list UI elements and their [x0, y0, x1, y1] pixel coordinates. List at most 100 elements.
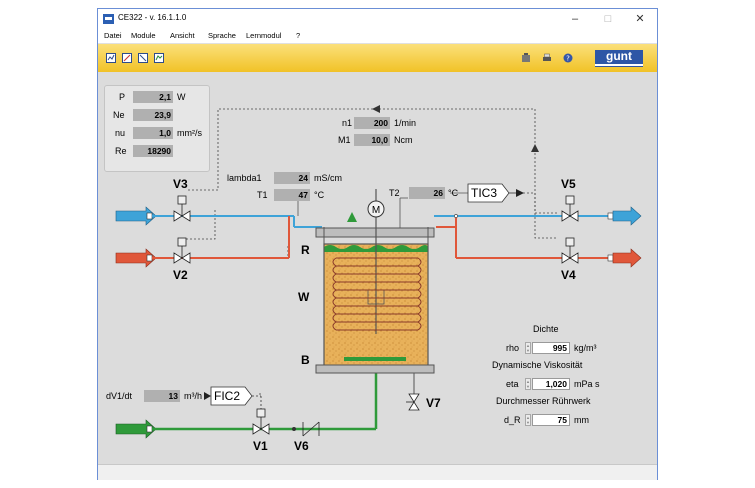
application-window: CE322 - v. 16.1.1.0 – □ ✕ Datei Module A…	[97, 8, 658, 480]
eta-unit: mPa s	[574, 379, 600, 389]
ne-value: 23,9	[133, 109, 173, 121]
menu-ansicht[interactable]: Ansicht	[170, 31, 195, 40]
heating-coil	[332, 257, 422, 331]
lambda-value: 24	[274, 172, 310, 184]
valve-v4-icon	[561, 237, 579, 264]
eta-spinner[interactable]: ▲▼	[525, 378, 531, 390]
maximize-button[interactable]: □	[604, 13, 612, 25]
window-title: CE322 - v. 16.1.1.0	[118, 13, 187, 22]
viscosity-title: Dynamische Viskosität	[492, 360, 583, 370]
p-unit: W	[177, 92, 186, 102]
menu-lernmodul[interactable]: Lernmodul	[246, 31, 282, 40]
p-value: 2,1	[133, 91, 173, 103]
cold-water-outlet	[434, 206, 642, 226]
t2-unit: °C	[448, 188, 459, 198]
app-icon	[103, 14, 114, 24]
tank-label-b: B	[301, 353, 310, 367]
valve-v5-icon	[561, 195, 579, 222]
valve-v2-label[interactable]: V2	[173, 268, 188, 282]
flow-value: 13	[144, 390, 180, 402]
dr-spinner[interactable]: ▲▼	[525, 414, 531, 426]
valve-v1-label[interactable]: V1	[253, 439, 268, 453]
print-icon[interactable]	[542, 53, 552, 63]
ne-label: Ne	[113, 110, 125, 120]
diameter-title: Durchmesser Rührwerk	[496, 396, 591, 406]
nu-value: 1,0	[133, 127, 173, 139]
nu-label: nu	[115, 128, 126, 138]
chart-icon-3[interactable]	[138, 53, 148, 63]
hot-water-outlet	[436, 216, 642, 268]
minimize-button[interactable]: –	[571, 13, 579, 25]
m1-unit: Ncm	[394, 135, 413, 145]
valve-v1-icon	[252, 408, 270, 435]
n1-unit: 1/min	[394, 118, 417, 128]
signal-lines	[186, 108, 558, 395]
chart-icon-4[interactable]	[154, 53, 164, 63]
n1-value: 200	[354, 117, 390, 129]
valve-v7-label[interactable]: V7	[426, 396, 441, 410]
reactor-tank	[315, 189, 435, 374]
t1-unit: °C	[314, 190, 325, 200]
flow-label: dV1/dt	[106, 391, 133, 401]
title-bar: CE322 - v. 16.1.1.0 – □ ✕	[98, 9, 657, 29]
lambda-unit: mS/cm	[314, 173, 342, 183]
tank-label-w: W	[298, 290, 310, 304]
toolbar: ? gunt	[98, 44, 657, 73]
rho-unit: kg/m³	[574, 343, 597, 353]
t1-value: 47	[274, 189, 310, 201]
rho-spinner[interactable]: ▲▼	[525, 342, 531, 354]
signal-arrow-up	[531, 144, 539, 152]
valve-v3-label[interactable]: V3	[173, 177, 188, 191]
rho-input[interactable]: 995	[532, 342, 570, 354]
valve-v7-icon	[406, 393, 420, 411]
hot-water-line	[115, 216, 290, 268]
t1-label: T1	[257, 190, 268, 200]
tank-label-r: R	[301, 243, 310, 257]
chart-icon-1[interactable]	[106, 53, 116, 63]
valve-v4-label[interactable]: V4	[561, 268, 576, 282]
menu-datei[interactable]: Datei	[104, 31, 122, 40]
eta-input[interactable]: 1,020	[532, 378, 570, 390]
close-button[interactable]: ✕	[635, 13, 645, 25]
valve-v6-label[interactable]: V6	[294, 439, 309, 453]
menu-module[interactable]: Module	[131, 31, 156, 40]
nu-unit: mm²/s	[177, 128, 202, 138]
motor-icon	[367, 200, 385, 218]
dr-unit: mm	[574, 415, 589, 425]
valve-v5-label[interactable]: V5	[561, 177, 576, 191]
re-label: Re	[115, 146, 127, 156]
menu-help[interactable]: ?	[296, 31, 301, 40]
device-icon[interactable]	[521, 53, 531, 63]
tic3-label[interactable]: TIC3	[471, 186, 498, 200]
menu-sprache[interactable]: Sprache	[208, 31, 236, 40]
rho-label: rho	[506, 343, 520, 353]
dr-label: d_R	[504, 415, 521, 425]
n1-label: n1	[342, 118, 353, 128]
help-icon[interactable]: ?	[563, 53, 573, 63]
fic2-label[interactable]: FIC2	[214, 389, 241, 403]
piping-schematic: M	[115, 105, 642, 439]
signal-arrow-left	[372, 105, 380, 113]
valve-v3-icon	[173, 195, 191, 222]
m1-value: 10,0	[354, 134, 390, 146]
lambda-label: lambda1	[227, 173, 262, 183]
p-label: P	[119, 92, 126, 102]
t2-value: 26	[409, 187, 445, 199]
gunt-logo: gunt	[595, 50, 643, 67]
check-valve-v6-icon	[302, 421, 320, 437]
m1-label: M1	[338, 135, 351, 145]
eta-label: eta	[506, 379, 519, 389]
process-diagram: M	[98, 72, 657, 464]
motor-label: M	[372, 205, 380, 216]
valve-v2-icon	[173, 237, 191, 264]
fic2-box	[204, 386, 262, 409]
flow-unit: m³/h	[184, 391, 202, 401]
svg-text:?: ?	[566, 55, 570, 63]
tic3-box	[467, 183, 524, 203]
menu-bar: Datei Module Ansicht Sprache Lernmodul ?	[98, 29, 657, 44]
calculated-values-panel: P 2,1 W Ne 23,9 nu 1,0 mm²/s Re 18290	[104, 85, 210, 172]
t2-label: T2	[389, 188, 400, 198]
status-bar	[98, 464, 657, 480]
chart-icon-2[interactable]	[122, 53, 132, 63]
dr-input[interactable]: 75	[532, 414, 570, 426]
